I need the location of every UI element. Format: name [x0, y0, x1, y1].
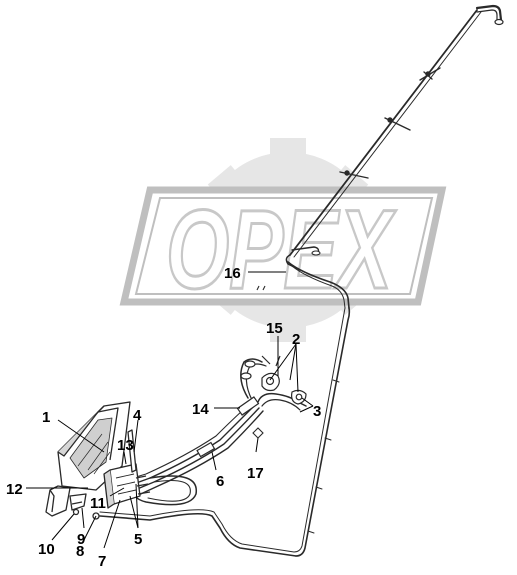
long-tube — [289, 9, 478, 256]
leader-3 — [301, 397, 314, 407]
callout-17: 17 — [247, 465, 264, 482]
callout-2: 2 — [292, 331, 300, 348]
leader-8 — [83, 515, 97, 541]
callout-15: 15 — [266, 320, 283, 337]
main-pipe-assembly — [99, 4, 504, 557]
bottom-tube — [99, 512, 297, 557]
upper-hose — [240, 358, 263, 399]
callout-13: 13 — [117, 437, 134, 454]
leader-5 — [129, 495, 139, 529]
bracket-small — [69, 493, 87, 511]
leader-2 — [289, 343, 297, 381]
leader-11 — [109, 487, 125, 497]
callout-11: 11 — [90, 495, 106, 512]
fittings-group — [240, 355, 307, 405]
pipe-top-end — [494, 18, 504, 26]
callout-1: 1 — [42, 409, 50, 426]
callout-16: 16 — [224, 265, 241, 282]
mark-16 — [256, 285, 266, 291]
leader-1 — [57, 419, 105, 453]
mounting-bracket — [45, 401, 151, 520]
callout-7: 7 — [98, 553, 106, 570]
callout-3: 3 — [313, 403, 321, 420]
leader-6 — [211, 451, 217, 471]
callout-10: 10 — [38, 541, 55, 558]
callout-4: 4 — [133, 407, 142, 424]
leader-lines — [26, 271, 314, 549]
callout-9: 9 — [77, 531, 85, 548]
leader-9 — [81, 507, 85, 529]
hose-clamp — [236, 396, 260, 416]
callout-14: 14 — [192, 401, 209, 418]
leader-7 — [103, 499, 121, 549]
callout-labels: 1 2 3 4 5 6 7 8 9 10 11 12 13 14 15 16 1… — [6, 265, 321, 570]
hose-clamp — [196, 441, 216, 458]
watermark-text: OPEX — [166, 187, 397, 312]
hose-bundle — [125, 358, 307, 506]
leader-13 — [123, 451, 127, 465]
leader-4 — [133, 419, 139, 453]
seal-17 — [252, 427, 264, 439]
watermark-logo: OPEX — [119, 138, 447, 342]
callout-5: 5 — [134, 531, 142, 548]
callout-6: 6 — [216, 473, 224, 490]
leader-10 — [51, 513, 75, 541]
pipe-top-fitting — [475, 4, 503, 22]
bolt-10 — [72, 508, 80, 516]
vertical-tube — [295, 307, 351, 557]
callout-12: 12 — [6, 481, 23, 498]
callout-8: 8 — [76, 543, 84, 560]
leader-17 — [255, 437, 259, 453]
